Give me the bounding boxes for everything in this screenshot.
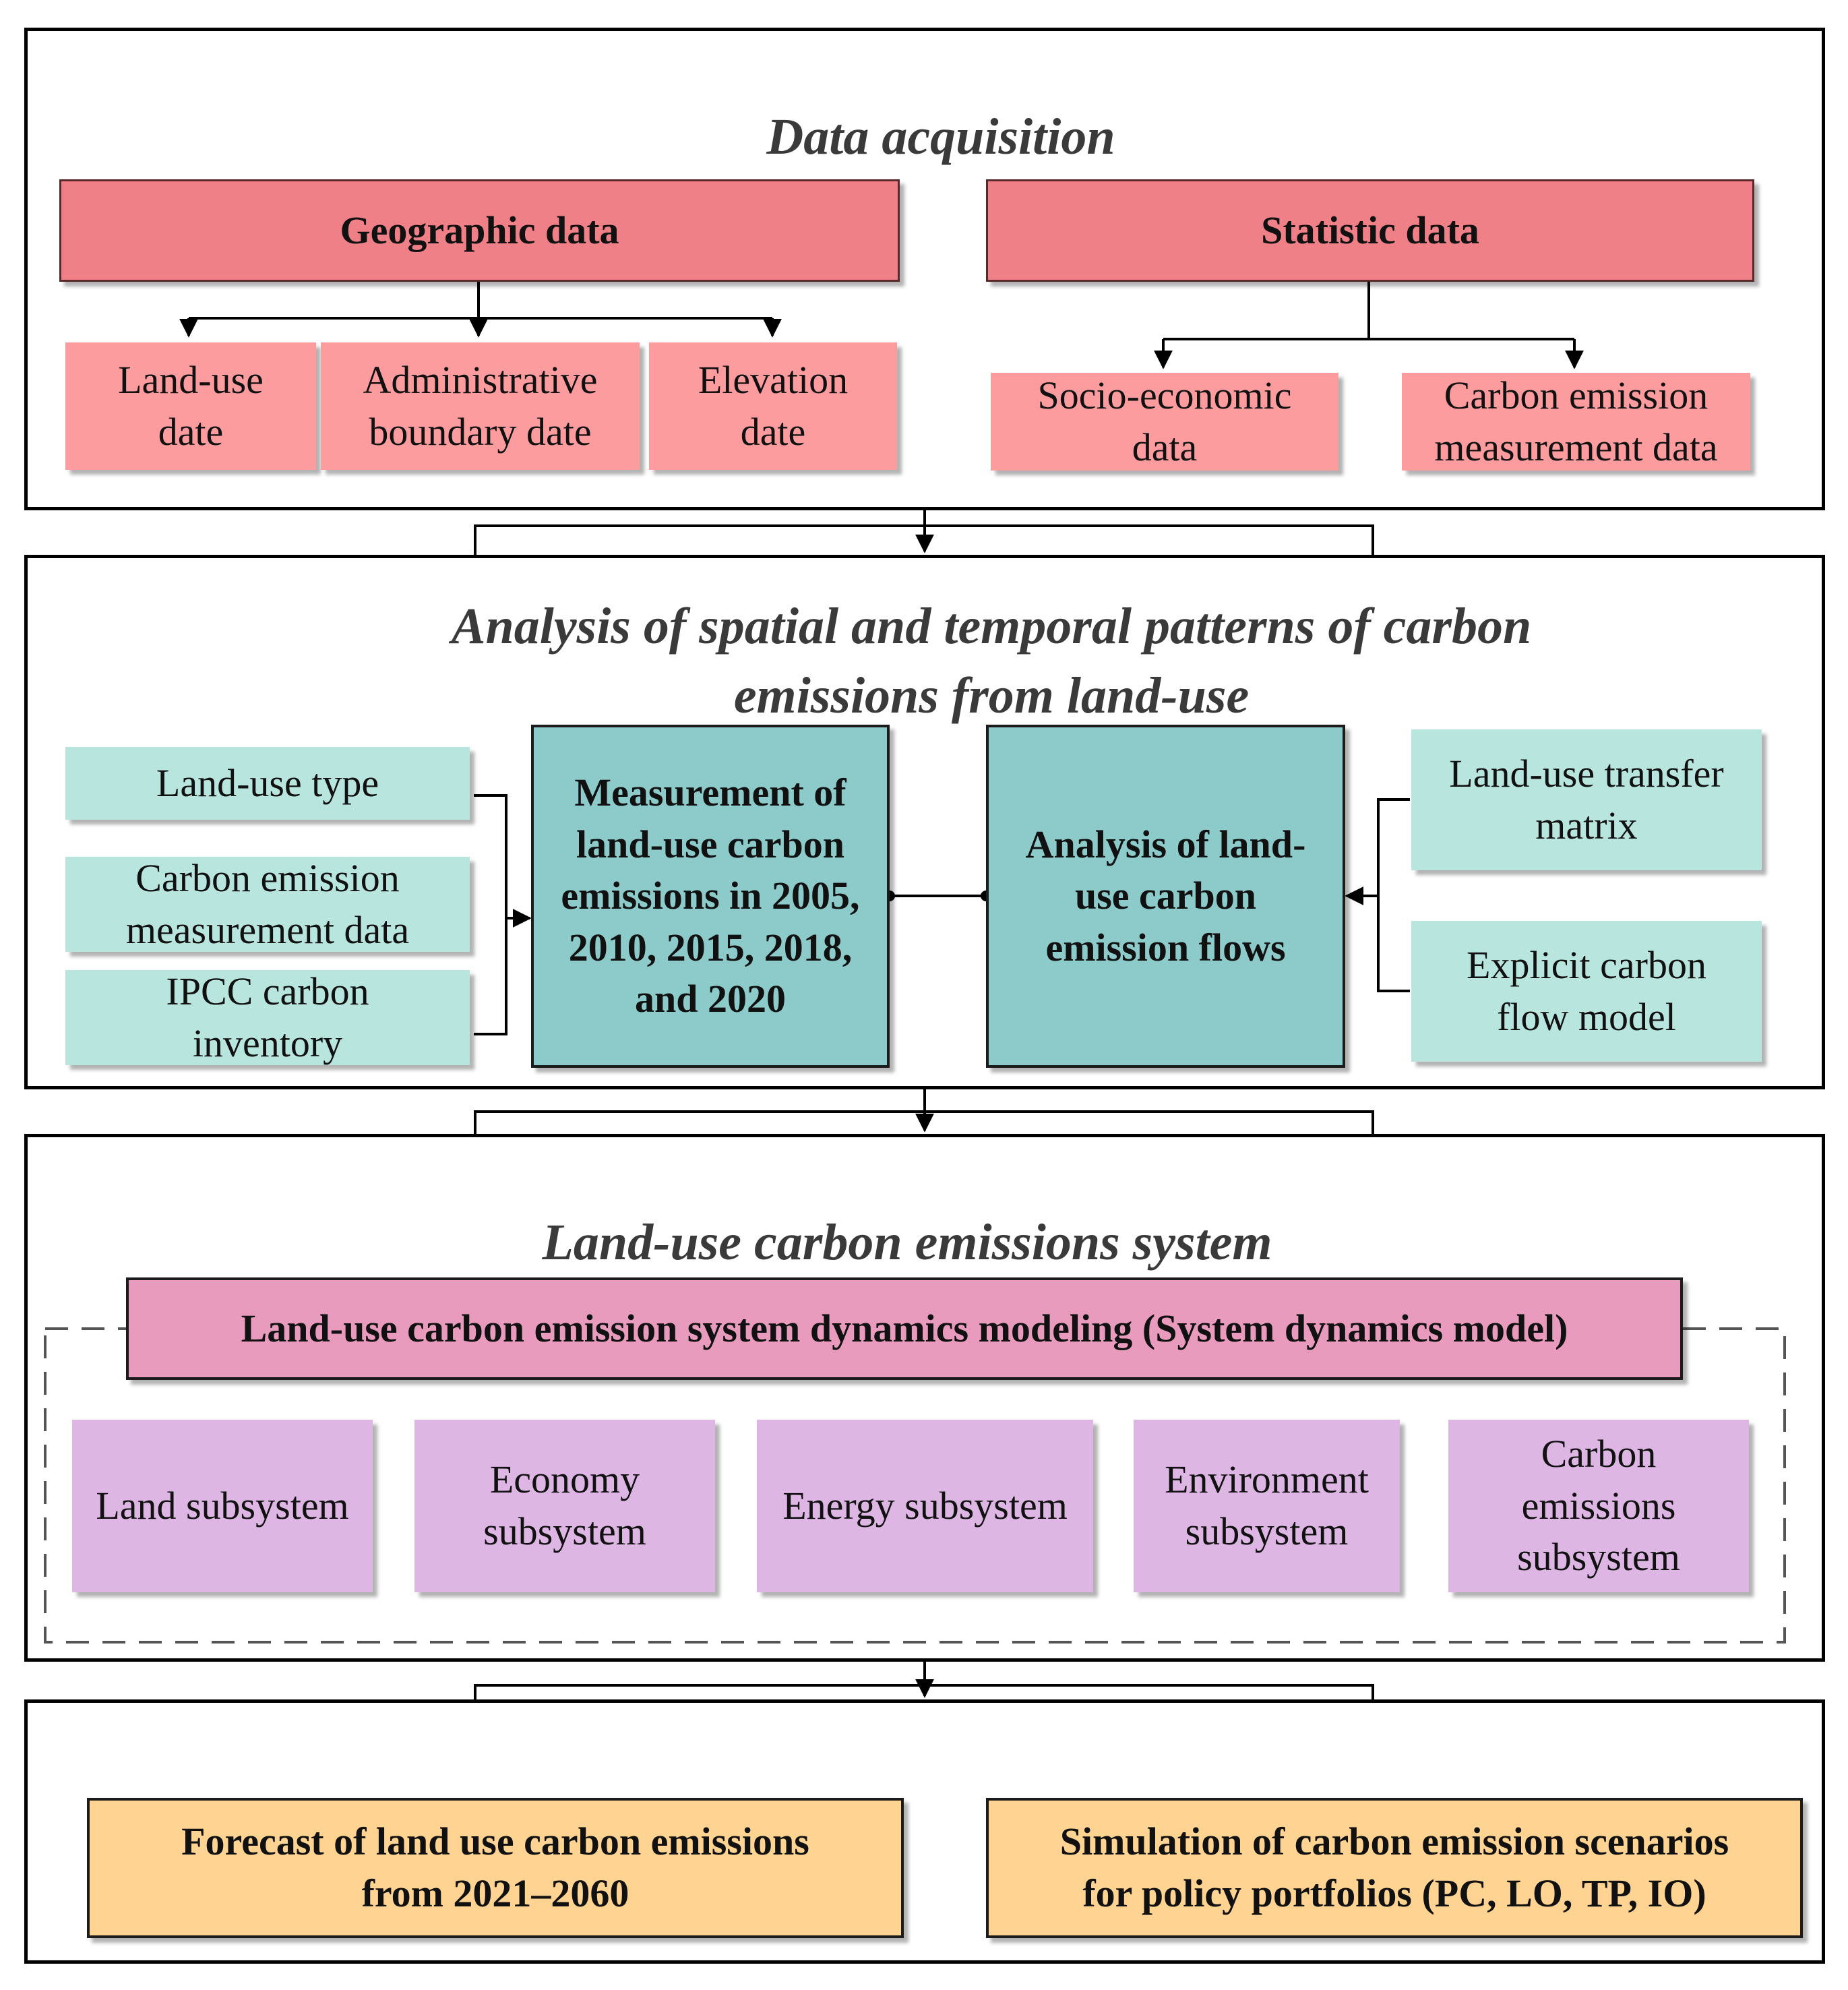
system-dynamics-modeling-box: Land-use carbon emission system dynamics… [126, 1277, 1683, 1380]
geographic-data-box: Geographic data [59, 179, 900, 282]
statistic-data-box: Statistic data [986, 179, 1754, 282]
system-title: Land-use carbon emissions system [542, 1214, 1272, 1271]
carbon-emission-flows-box: Analysis of land- use carbon emission fl… [986, 725, 1345, 1068]
land-use-type-box: Land-use type [65, 747, 470, 820]
data-acquisition-title: Data acquisition [766, 109, 1115, 165]
measurement-box: Measurement of land-use carbon emissions… [531, 725, 890, 1068]
energy-subsystem-box: Energy subsystem [757, 1420, 1093, 1592]
analysis-title: Analysis of spatial and temporal pattern… [451, 598, 1532, 725]
land-subsystem-box: Land subsystem [72, 1420, 373, 1592]
